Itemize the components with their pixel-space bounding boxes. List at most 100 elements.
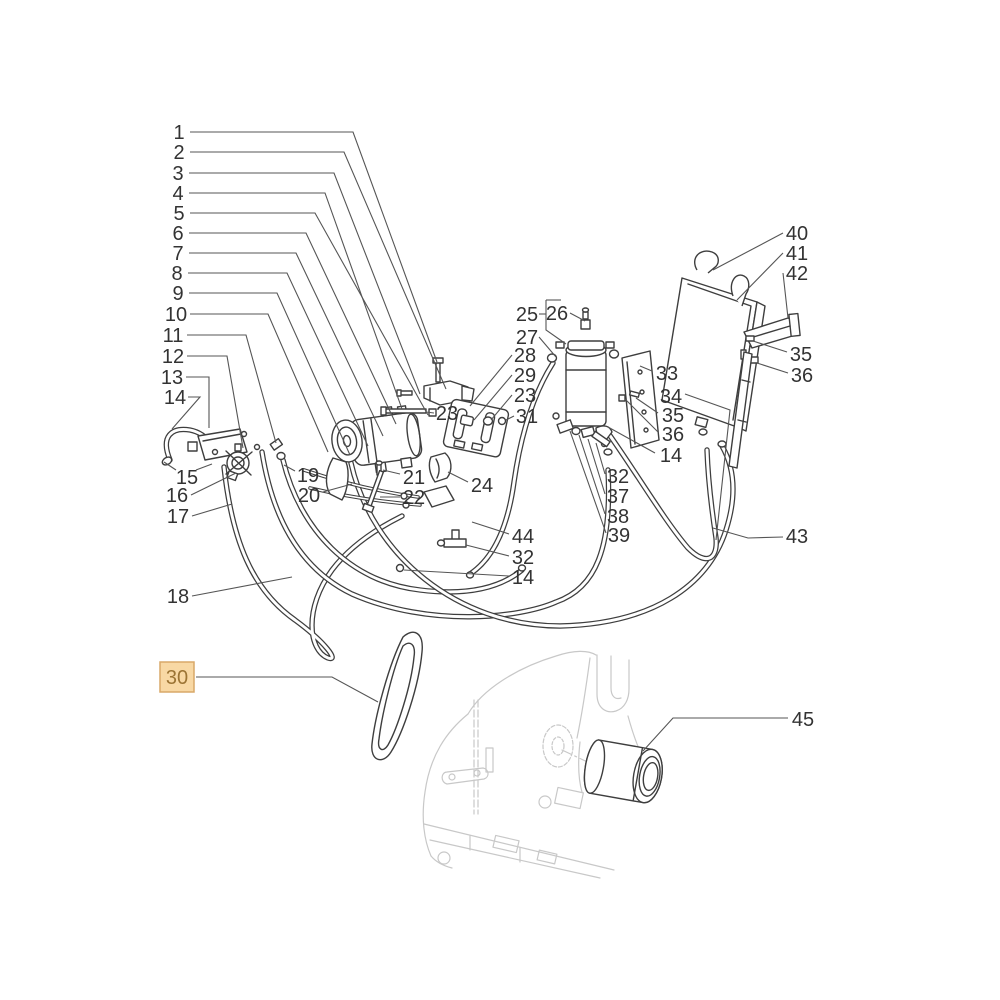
callout-20[interactable]: 20 (298, 485, 320, 507)
bolt (628, 390, 641, 398)
callout-35-condenser[interactable]: 35 (790, 344, 812, 366)
filter-cartridge (583, 739, 663, 804)
leader-line-23-bolt (425, 411, 435, 414)
leader-line-23-fitting (490, 394, 513, 421)
callout-19[interactable]: 19 (297, 465, 319, 487)
leader-line-44 (471, 521, 510, 535)
callout-32-drier[interactable]: 32 (607, 466, 629, 488)
leader-line-45 (642, 717, 788, 752)
callout-22[interactable]: 22 (403, 487, 425, 509)
callout-34[interactable]: 34 (660, 386, 682, 408)
leader-line-27 (538, 336, 557, 358)
leader-line-15 (163, 461, 177, 471)
highlight-box-30[interactable] (159, 661, 195, 693)
leader-line-14-left (171, 396, 202, 430)
callout-42[interactable]: 42 (786, 263, 808, 285)
top-bracket (730, 274, 750, 307)
leader-line-13 (186, 376, 210, 428)
callout-30[interactable]: 30 (166, 667, 188, 689)
callout-14-left[interactable]: 14 (164, 387, 186, 409)
callout-8[interactable]: 8 (171, 263, 182, 285)
callout-39[interactable]: 39 (608, 525, 630, 547)
callout-16[interactable]: 16 (166, 485, 188, 507)
charge-valve-group (395, 529, 527, 579)
leader-line-7 (189, 252, 384, 437)
leader-line-8 (188, 272, 369, 447)
callout-36-bracket[interactable]: 36 (662, 424, 684, 446)
drive-belt (371, 631, 423, 761)
leader-line-37 (587, 438, 606, 495)
callout-17[interactable]: 17 (167, 506, 189, 528)
callout-10[interactable]: 10 (165, 304, 187, 326)
callout-44[interactable]: 44 (512, 526, 534, 548)
leader-line-43 (712, 527, 784, 539)
callout-25[interactable]: 25 (516, 304, 538, 326)
callout-45[interactable]: 45 (792, 709, 814, 731)
leader-line-33 (639, 365, 653, 372)
callout-9[interactable]: 9 (172, 283, 183, 305)
pressure-switch (580, 319, 591, 330)
receiver-drier-group (546, 307, 660, 456)
callout-14-drier[interactable]: 14 (660, 445, 682, 467)
callout-31[interactable]: 31 (516, 406, 538, 428)
leader-line-35-condenser (752, 340, 788, 353)
callout-5[interactable]: 5 (173, 203, 184, 225)
callout-28[interactable]: 28 (514, 345, 536, 367)
fitting (459, 414, 475, 427)
charge-valve (443, 538, 467, 548)
callout-26[interactable]: 26 (546, 303, 568, 325)
leader-line-29 (473, 374, 513, 421)
leader-line-20 (322, 483, 353, 493)
callout-21[interactable]: 21 (403, 467, 425, 489)
callout-2[interactable]: 2 (173, 142, 184, 164)
leader-line-14-drier (607, 426, 656, 454)
callout-33[interactable]: 33 (656, 363, 678, 385)
washer (482, 416, 494, 426)
callout-24[interactable]: 24 (471, 475, 493, 497)
callouts-layer: 1234567891011121314151617181920212223242… (159, 122, 814, 752)
callout-41[interactable]: 41 (786, 243, 808, 265)
callout-36-condenser[interactable]: 36 (791, 365, 813, 387)
callout-27[interactable]: 27 (516, 327, 538, 349)
control-module-group (400, 398, 510, 509)
leader-line-35-bracket (635, 397, 659, 414)
leader-line-21 (382, 469, 401, 475)
callout-6[interactable]: 6 (172, 223, 183, 245)
callout-7[interactable]: 7 (172, 243, 183, 265)
callout-35-bracket[interactable]: 35 (662, 405, 684, 427)
callout-29[interactable]: 29 (514, 365, 536, 387)
callout-23-fitting[interactable]: 23 (514, 385, 536, 407)
callout-18[interactable]: 18 (167, 586, 189, 608)
leader-line-39 (569, 430, 607, 534)
callout-37[interactable]: 37 (607, 486, 629, 508)
leader-line-36-bracket (624, 398, 659, 433)
nut (497, 416, 507, 426)
leader-line-10 (190, 313, 329, 453)
callout-38[interactable]: 38 (607, 506, 629, 528)
leader-line-42 (782, 272, 789, 319)
leader-line-4 (189, 192, 403, 410)
callout-32-mid[interactable]: 32 (512, 547, 534, 569)
leader-line-2 (190, 151, 447, 390)
outlet-fitting (556, 419, 574, 434)
callout-15[interactable]: 15 (176, 467, 198, 489)
callout-23-bolt[interactable]: 23 (436, 403, 458, 425)
leader-line-18 (191, 576, 293, 597)
leader-line-31 (505, 415, 515, 421)
callout-4[interactable]: 4 (172, 183, 183, 205)
leader-line-15 (195, 463, 213, 471)
callout-11[interactable]: 11 (163, 325, 184, 347)
leader-line-25 (545, 300, 567, 345)
callout-1[interactable]: 1 (173, 122, 184, 144)
callout-40[interactable]: 40 (786, 223, 808, 245)
callout-3[interactable]: 3 (172, 163, 183, 185)
leader-line-26 (569, 312, 586, 322)
callout-12[interactable]: 12 (162, 346, 184, 368)
foot-bracket (428, 452, 452, 483)
leader-line-3 (189, 172, 421, 395)
callout-14-mid[interactable]: 14 (512, 567, 534, 589)
callout-13[interactable]: 13 (161, 367, 183, 389)
callout-43[interactable]: 43 (786, 526, 808, 548)
nut (618, 394, 626, 402)
